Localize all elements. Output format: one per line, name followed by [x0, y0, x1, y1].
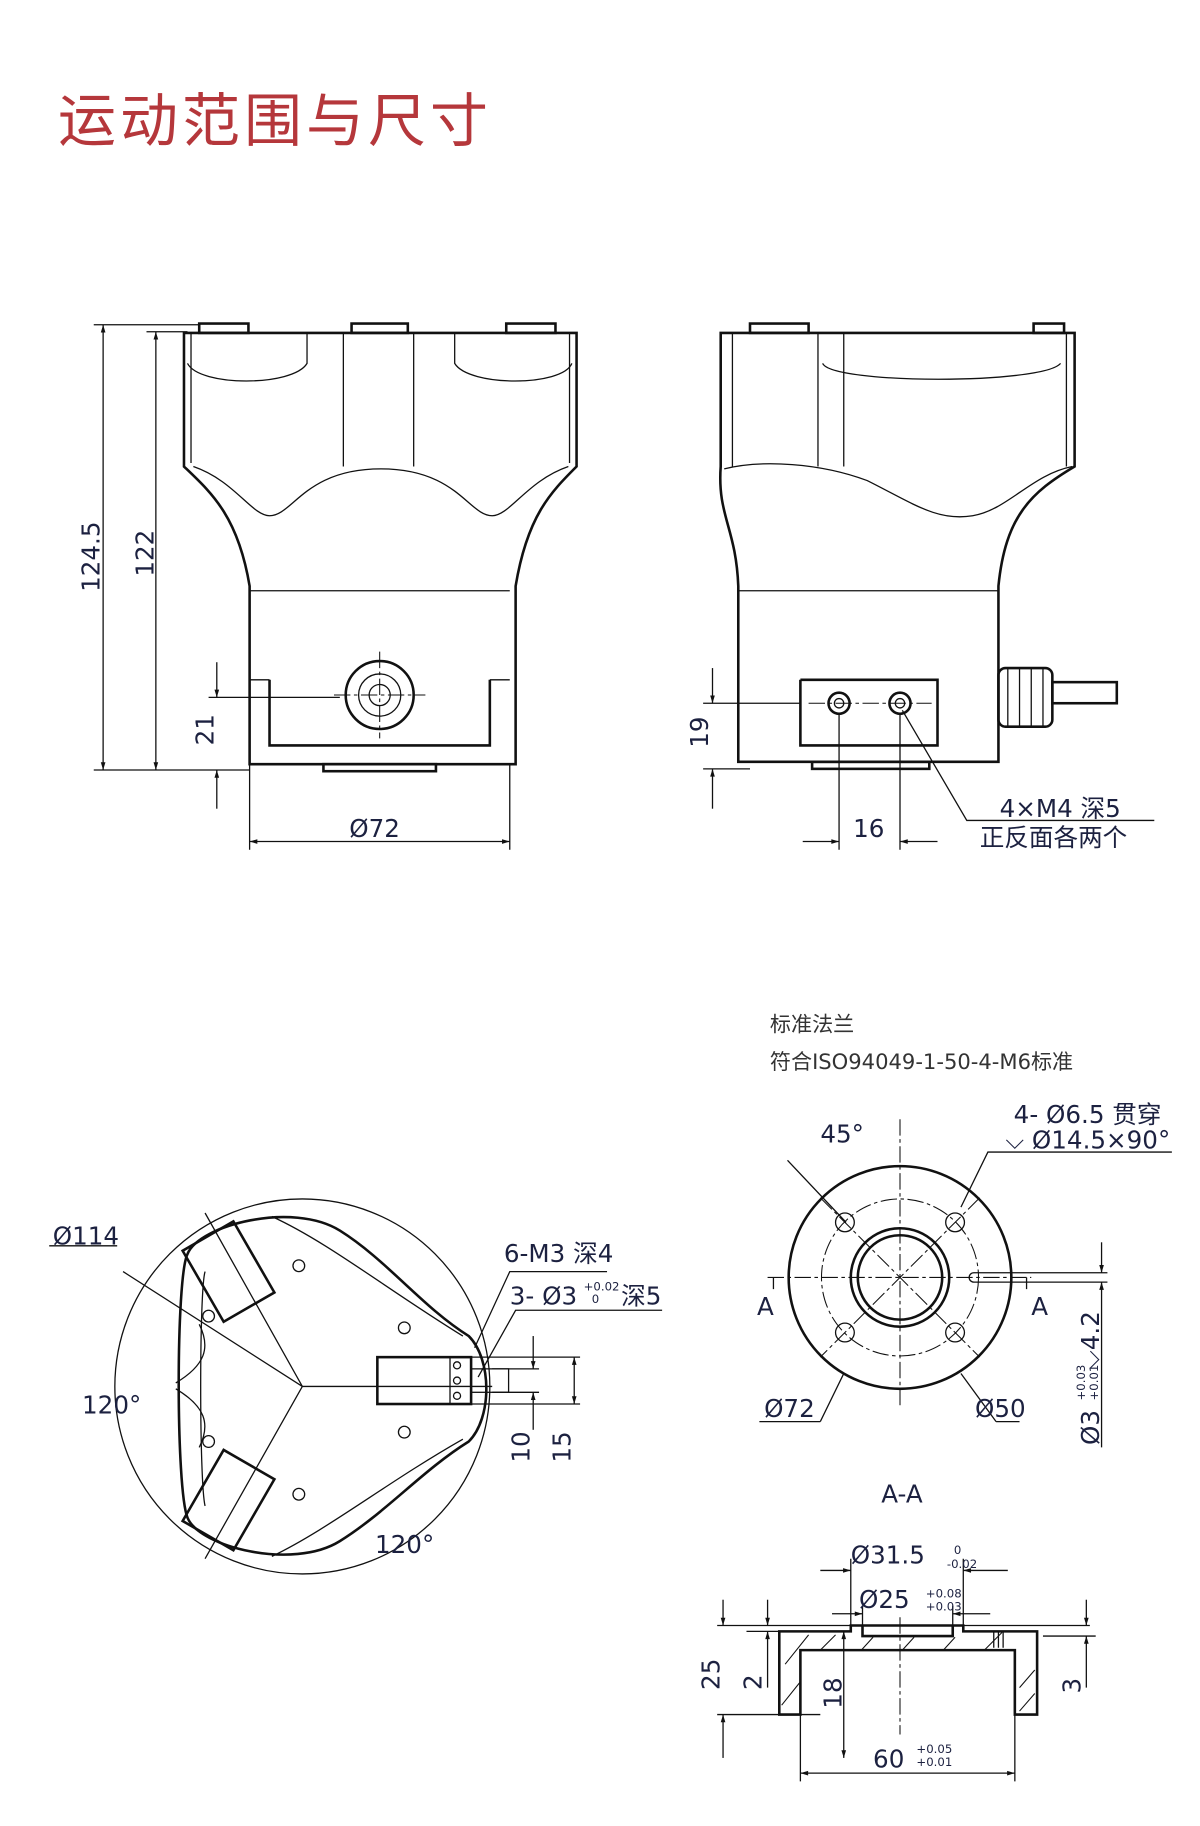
section-label: A-A — [881, 1479, 923, 1508]
section-mark-left: A — [757, 1292, 774, 1321]
bottom-view: Ø114 120° 120° 6-M3 深4 3- Ø3 +0.02 0 深5 … — [49, 1198, 663, 1575]
dim-bore: 60 — [873, 1744, 904, 1773]
dim-port-height: 19 — [685, 716, 714, 747]
dim-hole-spacing: 16 — [853, 814, 884, 843]
angle-bottom: 120° — [375, 1530, 434, 1559]
pin-depth: ⌵4.2 — [1076, 1311, 1105, 1369]
dim-10: 10 — [507, 1431, 536, 1462]
dim-outer-diameter: Ø72 — [764, 1394, 815, 1423]
boss-tol-lower: -0.02 — [947, 1557, 977, 1571]
hole-note: 4- Ø6.5 贯穿 — [1014, 1100, 1162, 1129]
dim-height-body: 122 — [131, 530, 160, 577]
dim-diameter: Ø114 — [53, 1222, 119, 1251]
pin-tol-lower: +0.01 — [1087, 1365, 1101, 1401]
countersink-note: ⌵ Ø14.5×90° — [1005, 1126, 1170, 1155]
pin-note: 3- Ø3 — [510, 1281, 577, 1310]
hole-note-sides: 正反面各两个 — [980, 823, 1128, 852]
bore-tol-upper: +0.05 — [916, 1742, 952, 1756]
bore-tol-lower: +0.01 — [916, 1755, 952, 1769]
dim-height: 25 — [697, 1659, 726, 1690]
front-view: 124.5 122 21 Ø72 — [77, 322, 578, 850]
section-view: A-A Ø31.5 0 -0.02 Ø25 +0.08 +0.03 25 2 1… — [697, 1479, 1096, 1782]
page-title: 运动范围与尺寸 — [58, 87, 493, 155]
thread-note: 6-M3 深4 — [504, 1239, 613, 1268]
side-view: 19 16 4×M4 深5 正反面各两个 — [685, 322, 1155, 852]
dim-pin-hole: Ø3 — [1076, 1410, 1105, 1445]
pin-tol-upper: +0.02 — [584, 1279, 620, 1293]
recess-tol-upper: +0.08 — [926, 1586, 962, 1600]
angle-45: 45° — [820, 1120, 864, 1149]
flange-standard: 符合ISO94049-1-50-4-M6标准 — [770, 1049, 1073, 1074]
dim-port-height: 21 — [190, 714, 219, 745]
pin-tol-upper: +0.03 — [1074, 1365, 1088, 1401]
dim-recess-diameter: Ø25 — [859, 1585, 910, 1614]
flange-heading: 标准法兰 — [770, 1011, 854, 1036]
dim-cavity-depth: 18 — [818, 1677, 847, 1708]
section-mark-right: A — [1031, 1292, 1048, 1321]
dim-height-total: 124.5 — [77, 521, 106, 591]
dim-15: 15 — [548, 1431, 577, 1462]
dim-boss-diameter: Ø31.5 — [851, 1540, 925, 1569]
dim-diameter: Ø72 — [349, 814, 400, 843]
flange-view: 标准法兰 符合ISO94049-1-50-4-M6标准 45° 4- Ø6.5 … — [757, 1011, 1172, 1448]
dim-boss-height: 2 — [739, 1674, 768, 1690]
angle-left: 120° — [82, 1390, 141, 1419]
pin-depth: 深5 — [621, 1281, 661, 1310]
recess-tol-lower: +0.03 — [926, 1599, 962, 1613]
hole-note: 4×M4 深5 — [1000, 794, 1121, 823]
boss-tol-upper: 0 — [954, 1543, 961, 1557]
pin-tol-lower: 0 — [592, 1292, 599, 1306]
dim-bolt-circle: Ø50 — [975, 1394, 1026, 1423]
dim-pin-depth: 3 — [1057, 1678, 1086, 1694]
